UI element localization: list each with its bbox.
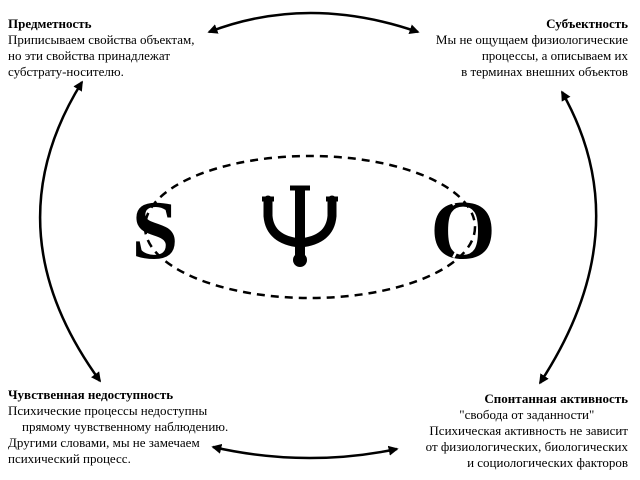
sensory-inaccessibility-line-1: Психические процессы недоступны: [8, 403, 208, 418]
objectness-line-3: субстрату-носителю.: [8, 64, 124, 79]
sensory-inaccessibility-line-3: Другими словами, мы не замечаем: [8, 435, 200, 450]
objectness-line-1: Приписываем свойства объектам,: [8, 32, 195, 47]
arrow-left-bidirectional: [38, 80, 102, 383]
arrow-top-bidirectional: [207, 11, 420, 35]
sensory-inaccessibility-title: Чувственная недоступность: [8, 387, 174, 402]
text-block-sensory-inaccessibility: Чувственная недоступность Психические пр…: [8, 387, 228, 467]
sensory-inaccessibility-line-2: прямому чувственному наблюдению.: [22, 419, 229, 434]
objectness-title: Предметность: [8, 16, 92, 31]
spontaneous-activity-line-2: Психическая активность не зависит: [429, 423, 628, 438]
psi-symbol-icon: [262, 185, 338, 267]
spontaneous-activity-title: Спонтанная активность: [484, 391, 628, 406]
text-block-subjectness: Субъектность Мы не ощущаем физиологическ…: [436, 16, 628, 80]
dashed-ellipse: [143, 154, 477, 300]
objectness-line-2: но эти свойства принадлежат: [8, 48, 170, 63]
text-block-objectness: Предметность Приписываем свойства объект…: [8, 16, 194, 80]
subjectness-line-2: процессы, а описываем их: [481, 48, 628, 63]
symbol-s: S: [132, 184, 179, 277]
symbol-o: O: [430, 184, 495, 277]
arrow-right-bidirectional: [538, 90, 598, 385]
ellipse-through-o: [449, 199, 463, 259]
text-block-spontaneous-activity: Спонтанная активность "свобода от заданн…: [426, 391, 628, 471]
spontaneous-activity-line-3: от физиологических, биологических: [425, 439, 628, 454]
subjectness-line-3: в терминах внешних объектов: [461, 64, 628, 79]
spontaneous-activity-line-1: "свобода от заданности": [459, 407, 595, 422]
arrow-bottom-bidirectional: [211, 443, 399, 460]
subjectness-line-1: Мы не ощущаем физиологические: [435, 32, 628, 47]
sensory-inaccessibility-line-4: психический процесс.: [8, 451, 131, 466]
subjectness-title: Субъектность: [546, 16, 628, 31]
spontaneous-activity-line-4: и социологических факторов: [467, 455, 628, 470]
